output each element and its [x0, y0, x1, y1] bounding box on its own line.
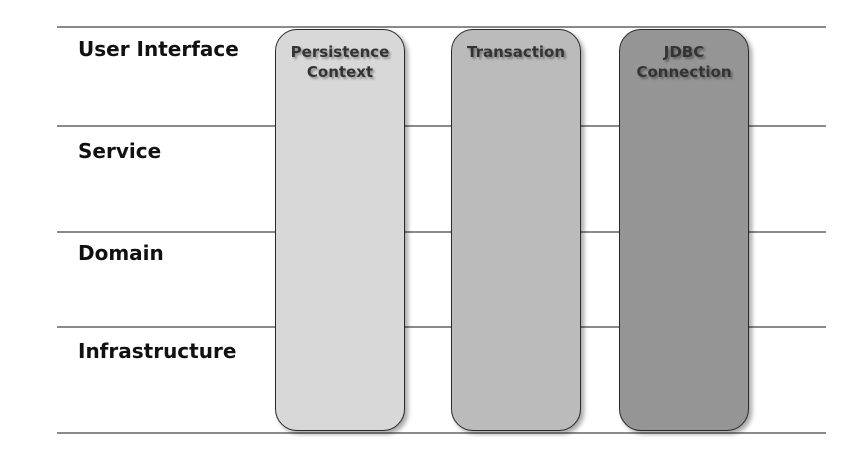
- column-label: JDBC Connection: [620, 42, 748, 82]
- column-label-line: JDBC: [663, 43, 705, 61]
- column-label: Persistence Context: [276, 42, 404, 82]
- column-label-line: Connection: [636, 63, 732, 81]
- layer-label-service: Service: [78, 139, 162, 163]
- column-label: Transaction: [452, 42, 580, 62]
- layer-label-user-interface: User Interface: [78, 37, 239, 61]
- column-label-line: Transaction: [466, 43, 566, 61]
- layer-label-domain: Domain: [78, 241, 164, 265]
- column-jdbc-connection: JDBC Connection: [619, 29, 749, 431]
- column-transaction: Transaction: [451, 29, 581, 431]
- column-label-line: Context: [306, 63, 374, 81]
- layer-divider-top: [57, 26, 826, 28]
- layer-label-infrastructure: Infrastructure: [78, 339, 237, 363]
- layer-divider-bottom: [57, 432, 826, 434]
- layer-divider-1: [57, 125, 826, 127]
- column-label-line: Persistence: [290, 43, 390, 61]
- layer-divider-3: [57, 326, 826, 328]
- layer-divider-2: [57, 231, 826, 233]
- column-persistence-context: Persistence Context: [275, 29, 405, 431]
